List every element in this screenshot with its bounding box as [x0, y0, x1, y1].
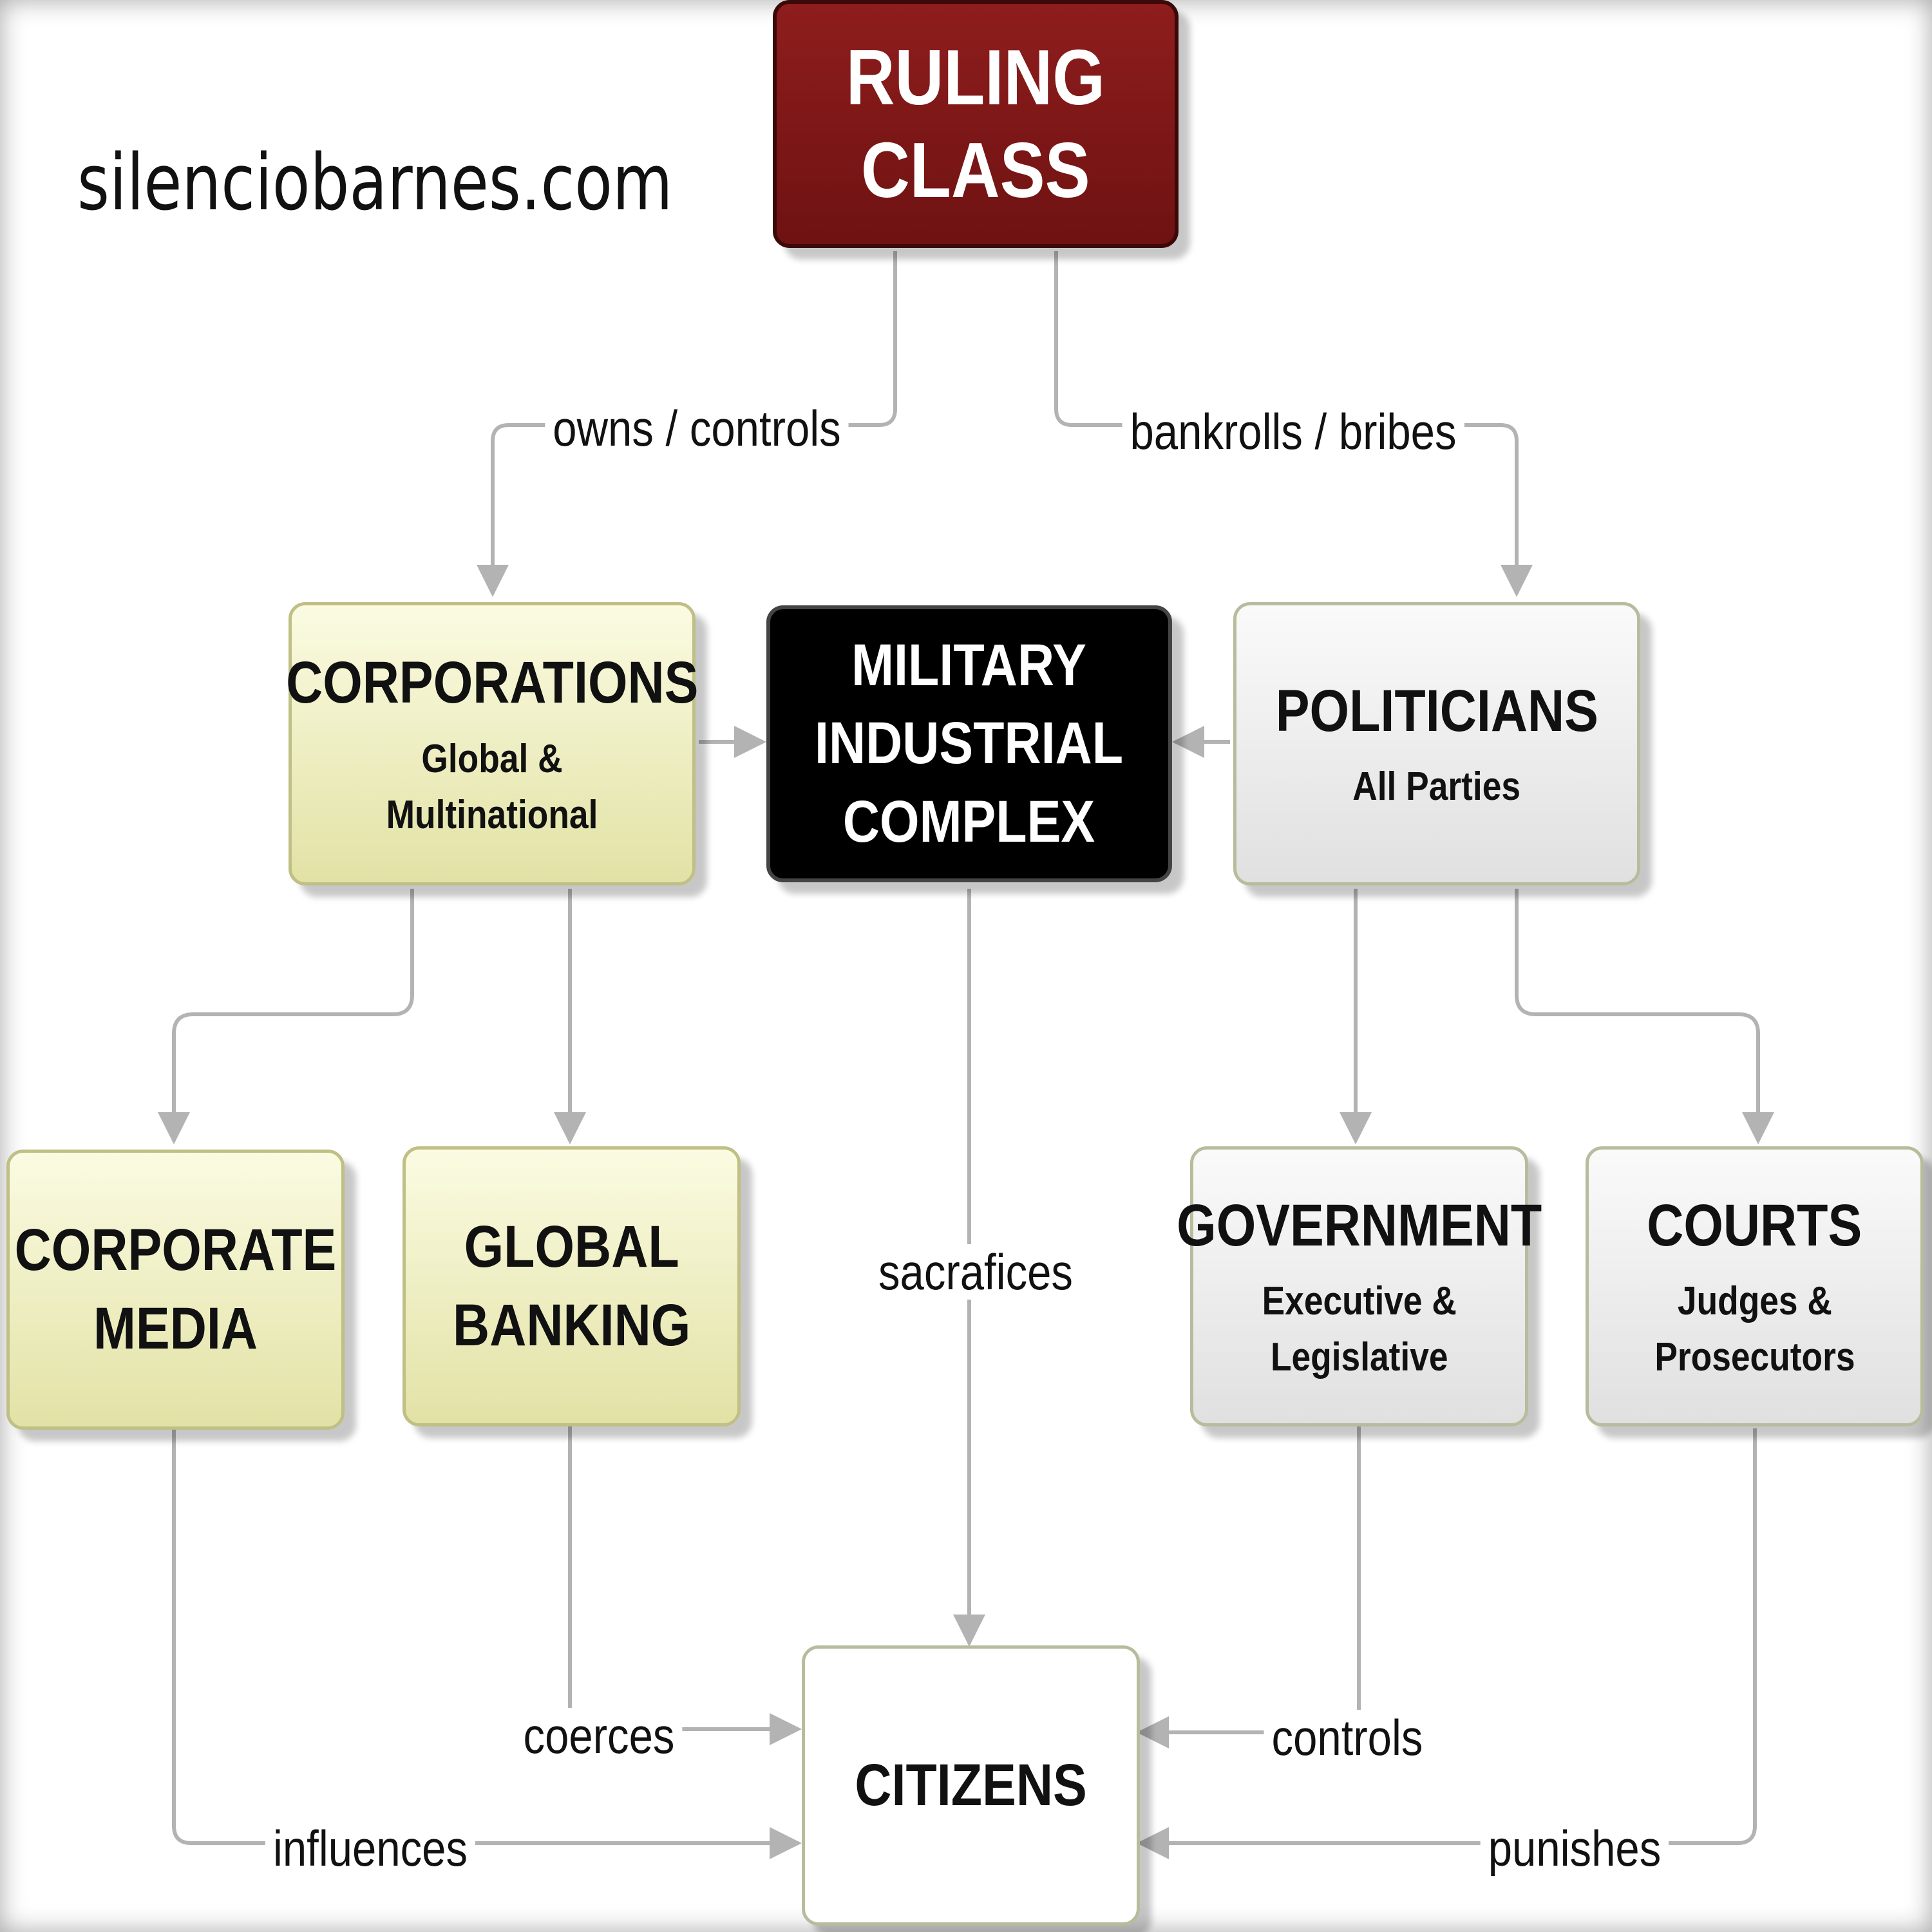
link-politicians-to-courts [1515, 889, 1774, 1144]
node-corporations: CORPORATIONS Global & Multinational [285, 602, 699, 886]
node-government-subtitle: Executive & Legislative [1262, 1279, 1457, 1380]
node-courts-subtitle: Judges & Prosecutors [1654, 1279, 1855, 1380]
node-government-title: GOVERNMENT [1176, 1192, 1542, 1258]
node-global-banking-title: GLOBAL BANKING [452, 1214, 691, 1358]
link-corporations-to-media [158, 889, 414, 1144]
edge-label-influences: influences [265, 1821, 476, 1876]
node-global-banking: GLOBAL BANKING [402, 1146, 741, 1426]
node-politicians-subtitle: All Parties [1352, 764, 1521, 810]
edge-label-bankrolls-bribes: bankrolls / bribes [1122, 404, 1464, 459]
node-courts-title: COURTS [1647, 1192, 1862, 1258]
node-military-title: MILITARY INDUSTRIAL COMPLEX [815, 632, 1124, 855]
node-corporations-subtitle: Global & Multinational [386, 736, 598, 837]
edge-label-controls: controls [1264, 1710, 1431, 1765]
node-citizens: CITIZENS [802, 1645, 1140, 1926]
node-ruling-class-title: RULING CLASS [846, 33, 1106, 214]
link-government-to-citizens [1137, 1426, 1361, 1748]
node-courts: COURTS Judges & Prosecutors [1586, 1146, 1924, 1426]
edge-label-owns-controls: owns / controls [545, 401, 849, 456]
node-corporate-media-title: CORPORATE MEDIA [14, 1217, 337, 1361]
node-corporations-title: CORPORATIONS [285, 650, 699, 716]
link-banking-to-citizens [568, 1426, 802, 1745]
node-corporate-media: CORPORATE MEDIA [6, 1150, 345, 1430]
node-government: GOVERNMENT Executive & Legislative [1177, 1146, 1542, 1426]
edge-label-coerces: coerces [515, 1708, 683, 1763]
node-citizens-title: CITIZENS [855, 1752, 1087, 1818]
node-politicians-title: POLITICIANS [1275, 677, 1598, 744]
edge-label-sacrafices: sacrafices [870, 1244, 1081, 1300]
link-courts-to-citizens [1137, 1428, 1757, 1859]
node-politicians: POLITICIANS All Parties [1233, 602, 1640, 886]
node-ruling-class: RULING CLASS [773, 0, 1179, 248]
watermark: silenciobarnes.com [77, 138, 673, 228]
edge-label-punishes: punishes [1480, 1821, 1669, 1876]
node-military-industrial-complex: MILITARY INDUSTRIAL COMPLEX [766, 605, 1172, 882]
link-media-to-citizens [172, 1428, 802, 1859]
